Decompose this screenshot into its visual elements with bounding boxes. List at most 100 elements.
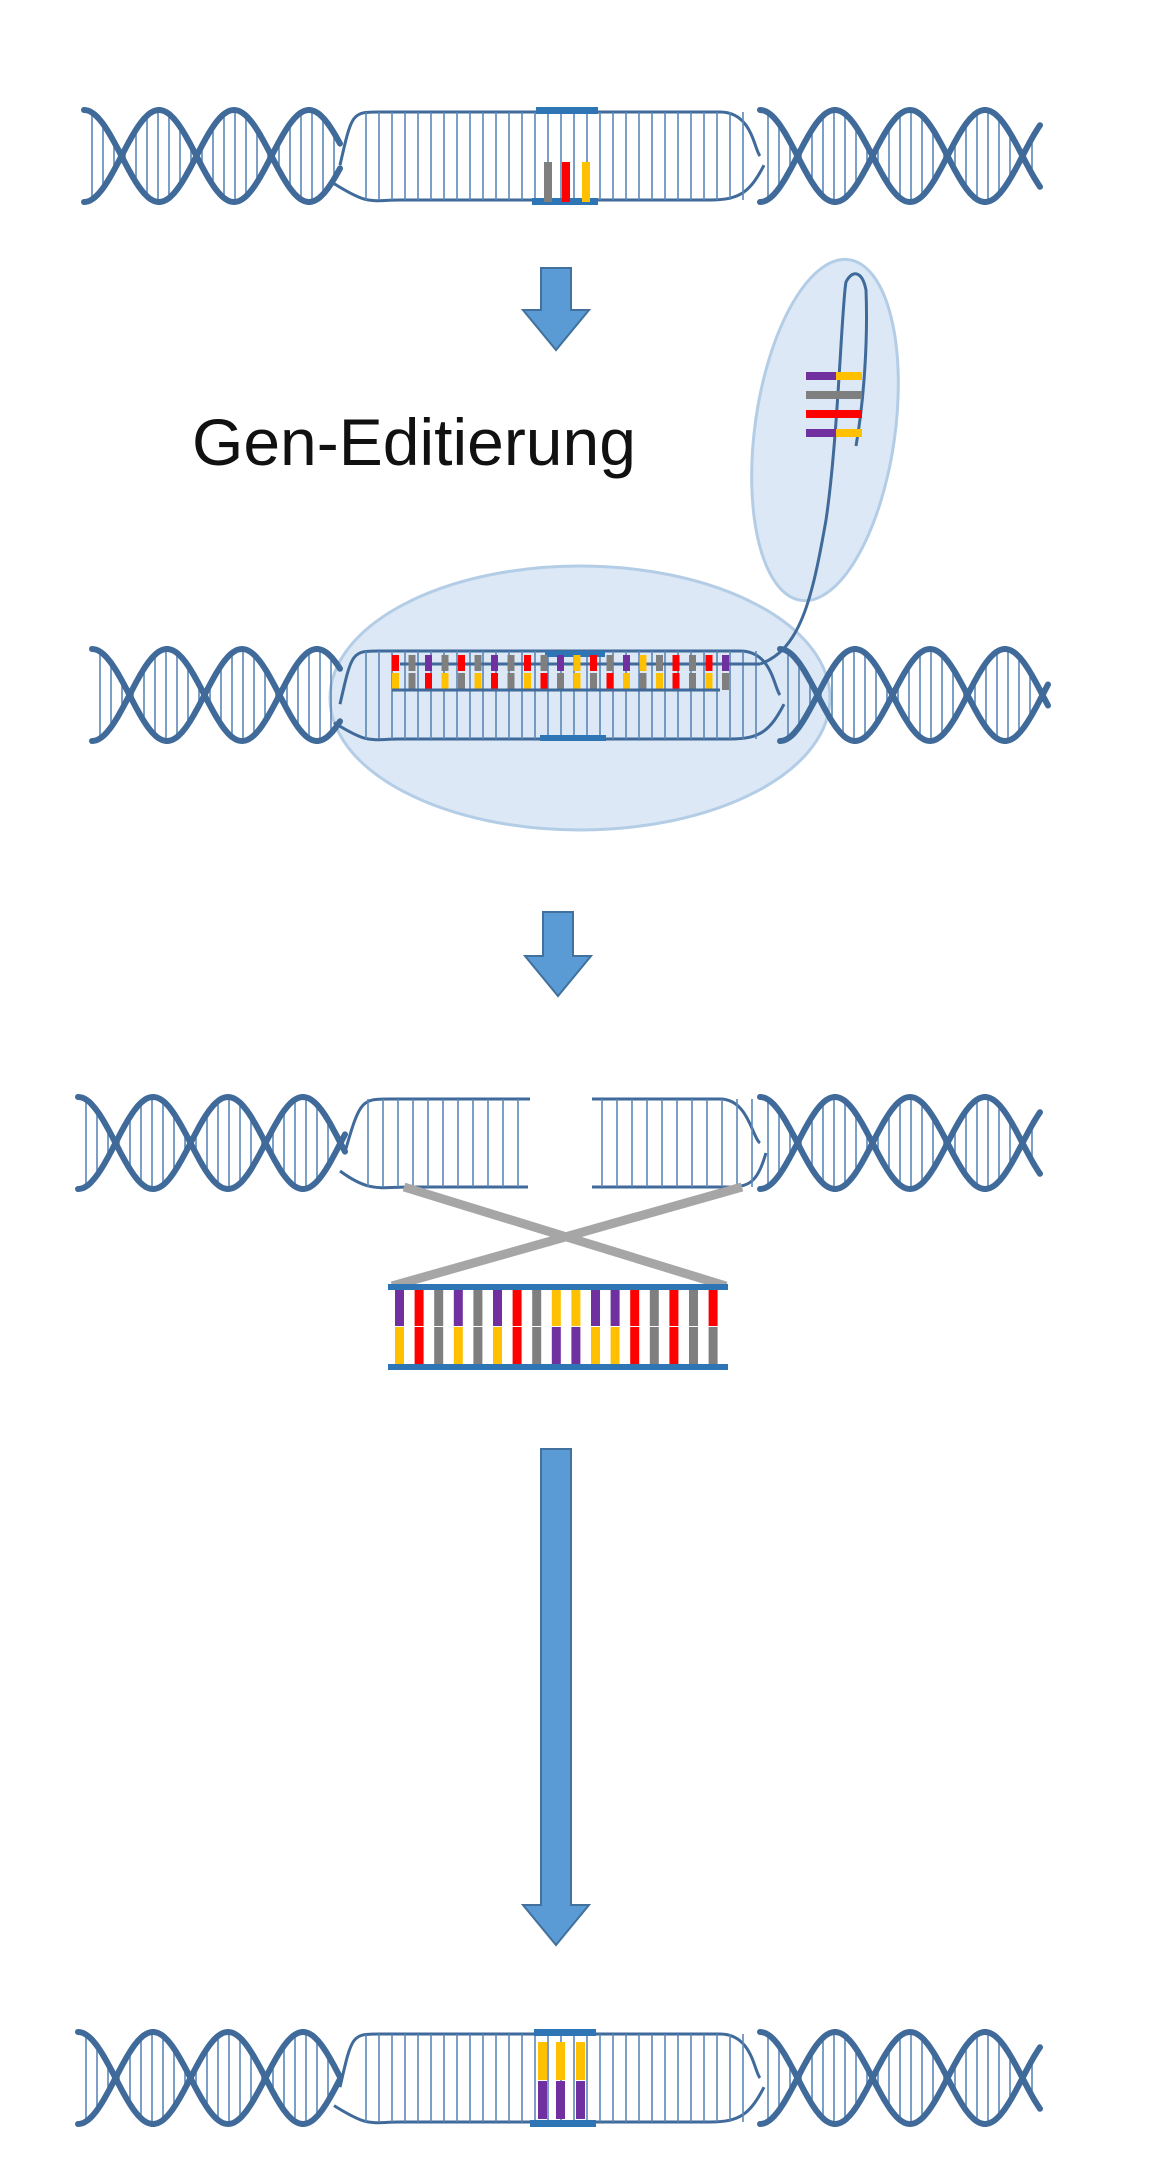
guide-rna-hairpin	[759, 272, 869, 666]
hybrid-base-gray	[441, 655, 449, 671]
template-base-purple	[395, 1290, 404, 1326]
open-strand-top	[338, 2032, 762, 2088]
base-red	[562, 162, 570, 202]
template-base-gray	[434, 1327, 444, 1364]
hybrid-base-red	[606, 673, 614, 690]
template-base-red	[512, 1327, 522, 1364]
strand-marker-bottom	[540, 735, 606, 741]
template-base-yellow	[493, 1327, 502, 1364]
hairpin-base-purple	[806, 372, 836, 380]
hybrid-base-gray	[474, 655, 482, 671]
arrow-down-2	[522, 911, 594, 998]
hybrid-base-gray	[540, 655, 548, 671]
base-yellow	[556, 2042, 565, 2080]
template-base-gray	[532, 1290, 542, 1326]
template-base-red	[414, 1327, 424, 1364]
hybrid-base-yellow	[623, 673, 630, 690]
template-base-gray	[708, 1327, 718, 1364]
template-base-gray	[649, 1327, 659, 1364]
template-base-gray	[434, 1290, 444, 1326]
template-base-red	[414, 1290, 424, 1326]
hybrid-base-gray	[722, 673, 729, 690]
helix-strand	[75, 2029, 343, 2128]
hairpin-base-gray	[806, 391, 836, 399]
base-yellow	[538, 2042, 547, 2080]
template-base-purple	[610, 1290, 620, 1326]
template-base-purple	[453, 1290, 463, 1326]
cut-end-left-top	[343, 1097, 530, 1153]
hybrid-base-gray	[639, 673, 647, 690]
hybrid-base-yellow	[573, 655, 581, 671]
open-strand-top	[338, 110, 762, 166]
helix-strand	[89, 646, 343, 745]
template-base-red	[630, 1290, 640, 1326]
hybrid-base-red	[705, 655, 713, 671]
hybrid-base-gray	[507, 673, 515, 690]
template-strand-top	[388, 1284, 728, 1290]
template-base-red	[630, 1327, 640, 1364]
hybrid-base-red	[672, 673, 680, 690]
helix-strand	[757, 1094, 1043, 1193]
hybrid-base-gray	[458, 673, 465, 690]
hybrid-base-yellow	[392, 673, 399, 690]
template-base-gray	[649, 1290, 659, 1326]
hybrid-base-purple	[557, 655, 564, 671]
template-base-gray	[689, 1290, 698, 1326]
template-strand-bottom	[388, 1364, 728, 1370]
protein-complex-body	[328, 564, 832, 832]
template-base-red	[708, 1290, 718, 1326]
hairpin-base-yellow	[836, 429, 862, 437]
homology-arm-line	[390, 1182, 744, 1291]
cut-end-right-bottom	[592, 1152, 768, 1189]
template-base-gray	[473, 1327, 483, 1364]
diagram-title: Gen-Editierung	[192, 405, 636, 479]
helix-strand	[81, 106, 343, 205]
hybrid-base-gray	[689, 673, 696, 690]
helix-strand	[757, 107, 1043, 206]
template-base-purple	[591, 1290, 600, 1326]
hybrid-base-red	[458, 655, 465, 671]
hybrid-base-yellow	[639, 655, 647, 671]
template-base-gray	[532, 1327, 542, 1364]
hybrid-base-purple	[491, 655, 498, 671]
strand-marker-bottom	[530, 2120, 596, 2127]
template-base-yellow	[571, 1290, 581, 1326]
hybrid-base-gray	[606, 655, 614, 671]
hybrid-base-gray	[557, 673, 564, 690]
helix-strand	[777, 645, 1051, 744]
strand-marker-top	[536, 107, 598, 114]
template-base-yellow	[591, 1327, 600, 1364]
helix-strand	[75, 1093, 348, 1193]
guide-rna-binding	[89, 257, 1051, 832]
arrow-down-1	[520, 267, 592, 352]
helix-strand	[75, 1093, 348, 1193]
template-base-red	[512, 1290, 522, 1326]
strand-marker-top	[545, 651, 605, 657]
hybrid-base-yellow	[441, 673, 449, 690]
hairpin-base-red	[806, 410, 836, 418]
template-base-yellow	[395, 1327, 404, 1364]
template-base-gray	[473, 1290, 483, 1326]
template-base-purple	[493, 1290, 502, 1326]
base-yellow	[576, 2042, 585, 2080]
template-base-yellow	[453, 1327, 463, 1364]
hybrid-base-red	[491, 673, 498, 690]
hybrid-base-red	[425, 673, 432, 690]
hairpin-base-gray	[836, 391, 862, 399]
strand-marker-top	[534, 2029, 596, 2036]
hybrid-base-gray	[590, 673, 597, 690]
helix-strand	[81, 107, 343, 206]
base-purple	[576, 2081, 585, 2119]
hybrid-base-gray	[408, 655, 416, 671]
hairpin-base-red	[836, 410, 862, 418]
template-base-yellow	[551, 1290, 561, 1326]
arrow-down-3	[520, 1448, 592, 1947]
template-base-purple	[571, 1327, 581, 1364]
hybrid-base-red	[524, 655, 531, 671]
hybrid-base-purple	[623, 655, 630, 671]
hybrid-base-yellow	[705, 673, 713, 690]
hybrid-base-yellow	[474, 673, 482, 690]
hybrid-base-yellow	[524, 673, 531, 690]
original-dna	[81, 106, 1043, 206]
